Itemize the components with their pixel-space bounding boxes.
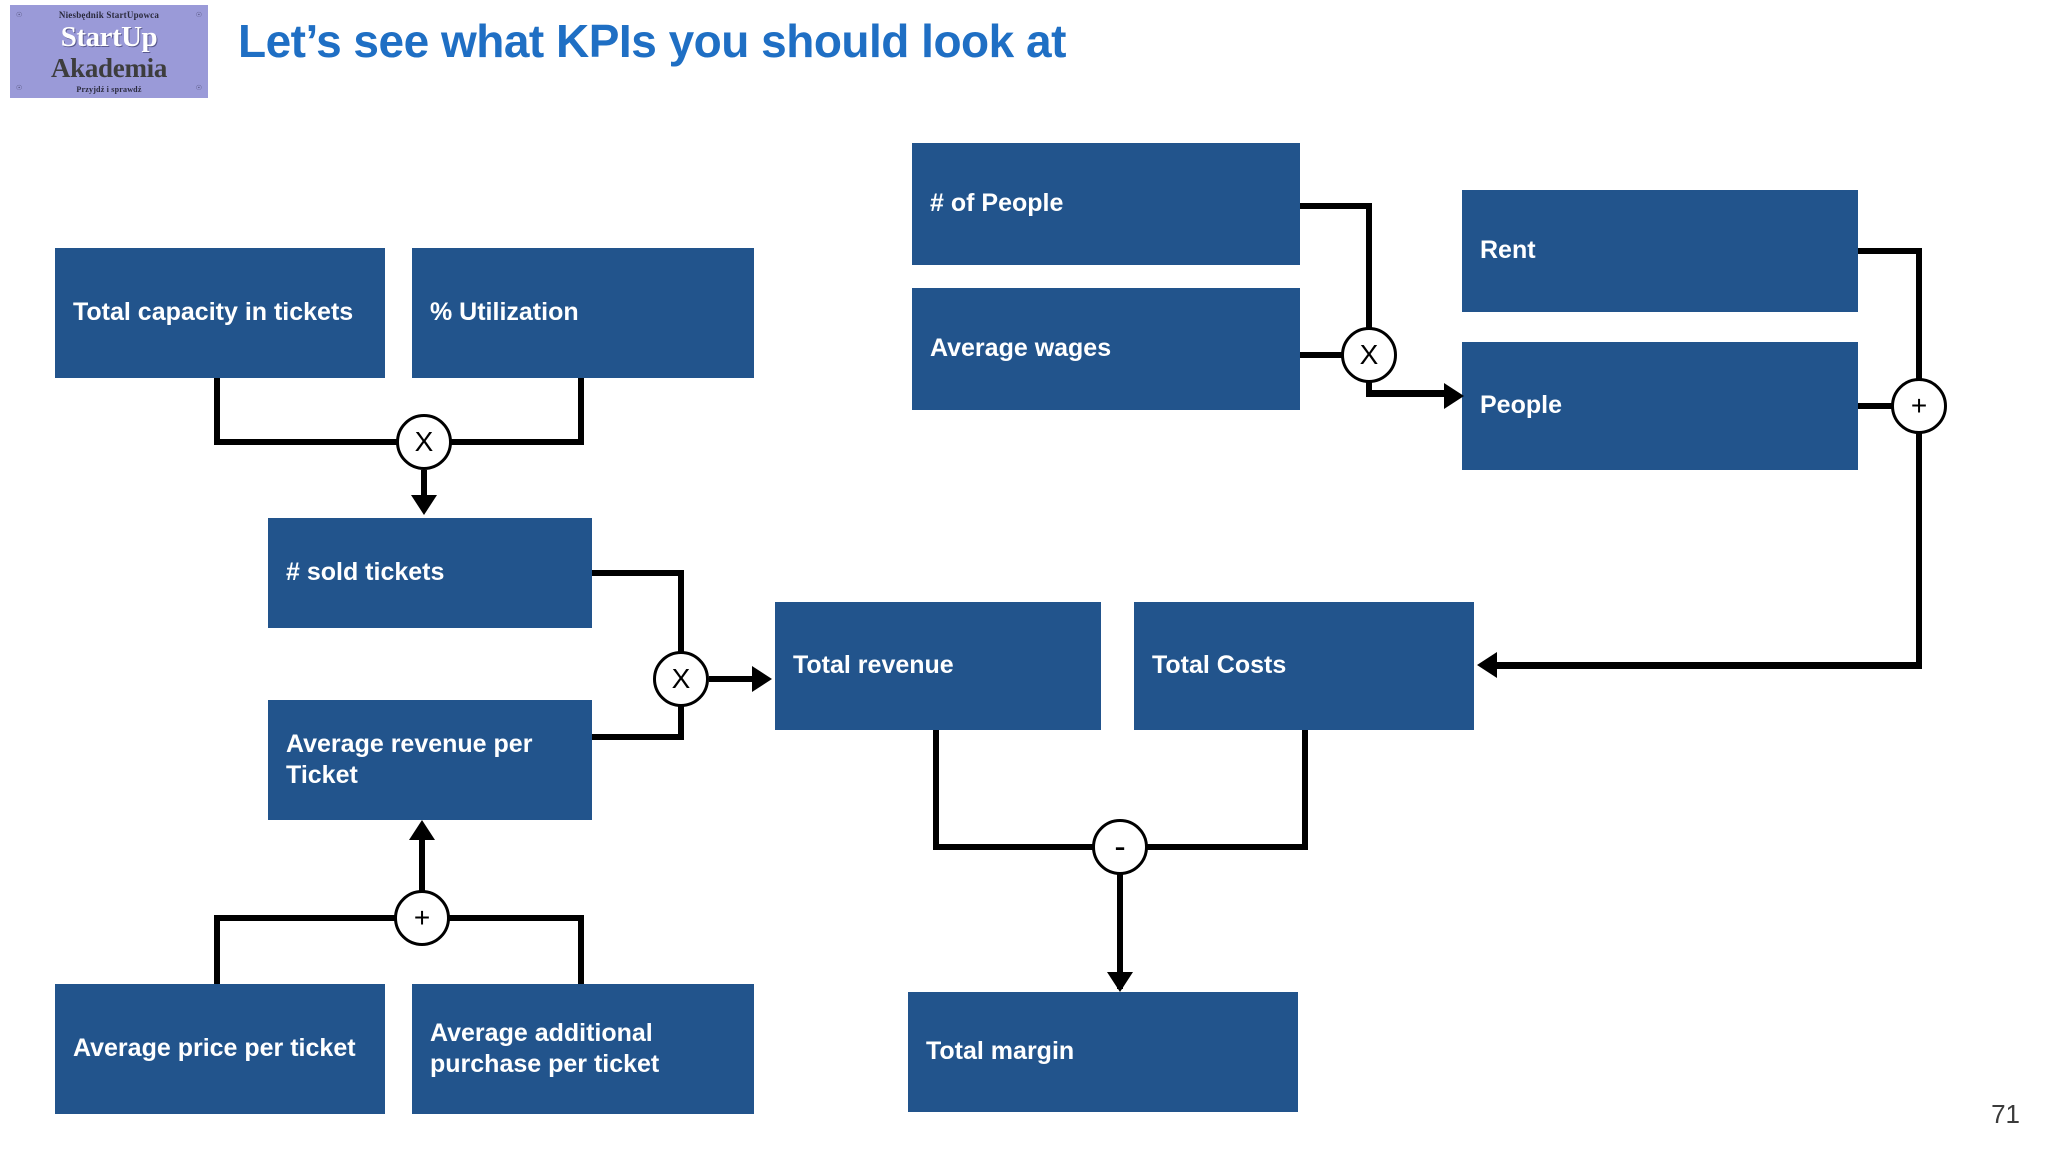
- node-number-of-people: # of People: [912, 143, 1300, 265]
- arrowhead-avg-revenue: [409, 820, 435, 840]
- node-average-revenue-per-ticket: Average revenue per Ticket: [268, 700, 592, 820]
- operator-multiply-wages: X: [1341, 327, 1397, 383]
- node-label: Total margin: [926, 1037, 1075, 1066]
- operator-symbol: +: [413, 902, 431, 933]
- connector-x-to-people-horizontal: [1366, 390, 1454, 397]
- connector-total-costs-horizontal: [1142, 844, 1308, 850]
- connector-utilization-vertical: [578, 378, 584, 445]
- node-total-capacity: Total capacity in tickets: [55, 248, 385, 378]
- node-label: Total Costs: [1152, 651, 1287, 680]
- node-sold-tickets: # sold tickets: [268, 518, 592, 628]
- node-label: Total revenue: [793, 651, 954, 680]
- connector-total-costs-vertical: [1302, 730, 1308, 850]
- logo-corner-icon: ☉: [195, 12, 202, 19]
- page-title: Let’s see what KPIs you should look at: [238, 15, 1066, 67]
- node-total-revenue: Total revenue: [775, 602, 1101, 730]
- connector-sold-tickets-horizontal: [592, 570, 684, 576]
- connector-utilization-horizontal: [418, 439, 584, 445]
- connector-people-to-plus: [1858, 403, 1900, 409]
- operator-symbol: -: [1114, 828, 1126, 866]
- operator-multiply-capacity-utilization: X: [396, 414, 452, 470]
- connector-people-vertical: [1366, 203, 1372, 334]
- arrowhead-people: [1444, 383, 1464, 409]
- operator-minus-total-margin: -: [1092, 819, 1148, 875]
- connector-plus-costs-vertical: [1916, 432, 1922, 668]
- connector-plus-costs-horizontal: [1497, 662, 1922, 669]
- page-number: 71: [1991, 1099, 2020, 1129]
- operator-symbol: X: [1359, 339, 1379, 370]
- connector-avg-revenue-vertical: [678, 674, 684, 740]
- node-average-wages: Average wages: [912, 288, 1300, 410]
- node-people: People: [1462, 342, 1858, 470]
- arrowhead-sold-tickets: [411, 495, 437, 515]
- connector-rent-horizontal: [1858, 248, 1922, 254]
- arrowhead-total-margin: [1107, 972, 1133, 992]
- node-average-additional-purchase: Average additional purchase per ticket: [412, 984, 754, 1114]
- startup-akademia-logo: ☉ ☉ ☉ ☉ Niesbędnik StartUpowca StartUp A…: [10, 5, 208, 98]
- connector-x-to-total-revenue: [709, 676, 761, 682]
- connector-minus-to-total-margin: [1117, 874, 1123, 989]
- connector-sold-tickets-vertical: [678, 570, 684, 676]
- connector-capacity-vertical: [214, 378, 220, 445]
- connector-wages-horizontal: [1300, 352, 1342, 358]
- node-label: Rent: [1480, 236, 1536, 265]
- connector-people-horizontal: [1300, 203, 1372, 209]
- node-label: Average additional purchase per ticket: [430, 1018, 660, 1079]
- connector-total-revenue-vertical: [933, 730, 939, 850]
- connector-avg-revenue-horizontal: [592, 734, 684, 740]
- node-label: People: [1480, 391, 1562, 420]
- operator-symbol: +: [1910, 390, 1928, 421]
- connector-avg-price-horizontal: [214, 915, 410, 921]
- operator-multiply-tickets-revenue: X: [653, 651, 709, 707]
- connector-avg-additional-horizontal: [418, 915, 584, 921]
- connector-total-revenue-horizontal: [933, 844, 1098, 850]
- operator-symbol: X: [671, 663, 691, 694]
- node-label: Average wages: [930, 334, 1112, 363]
- node-label: Average revenue per Ticket: [286, 729, 533, 790]
- connector-avg-additional-vertical: [578, 915, 584, 987]
- node-label: Total capacity in tickets: [73, 298, 354, 327]
- logo-title-line1: StartUp: [60, 21, 158, 53]
- connector-rent-vertical: [1916, 248, 1922, 384]
- operator-plus-price-sum: +: [394, 890, 450, 946]
- node-label: Average price per ticket: [73, 1034, 356, 1063]
- logo-bottom-text: Przyjdź i sprawdź: [76, 85, 142, 94]
- connector-plus-to-avg-revenue: [419, 838, 425, 894]
- logo-corner-icon: ☉: [16, 85, 23, 92]
- node-utilization: % Utilization: [412, 248, 754, 378]
- node-label: # sold tickets: [286, 558, 445, 587]
- connector-capacity-horizontal: [214, 439, 410, 445]
- operator-symbol: X: [414, 426, 434, 457]
- connector-x-to-people-vertical: [1366, 380, 1372, 396]
- operator-plus-total-costs: +: [1891, 378, 1947, 434]
- node-total-costs: Total Costs: [1134, 602, 1474, 730]
- logo-corner-icon: ☉: [16, 12, 23, 19]
- node-rent: Rent: [1462, 190, 1858, 312]
- logo-corner-icon: ☉: [195, 85, 202, 92]
- connector-x-to-sold-tickets: [421, 470, 427, 510]
- node-label: % Utilization: [430, 298, 579, 327]
- logo-title-line2: Akademia: [50, 53, 168, 83]
- connector-avg-price-vertical: [214, 915, 220, 987]
- node-total-margin: Total margin: [908, 992, 1298, 1112]
- node-average-price-per-ticket: Average price per ticket: [55, 984, 385, 1114]
- arrowhead-total-revenue: [752, 666, 772, 692]
- logo-top-text: Niesbędnik StartUpowca: [58, 10, 160, 20]
- arrowhead-total-costs: [1477, 652, 1497, 678]
- node-label: # of People: [930, 189, 1064, 218]
